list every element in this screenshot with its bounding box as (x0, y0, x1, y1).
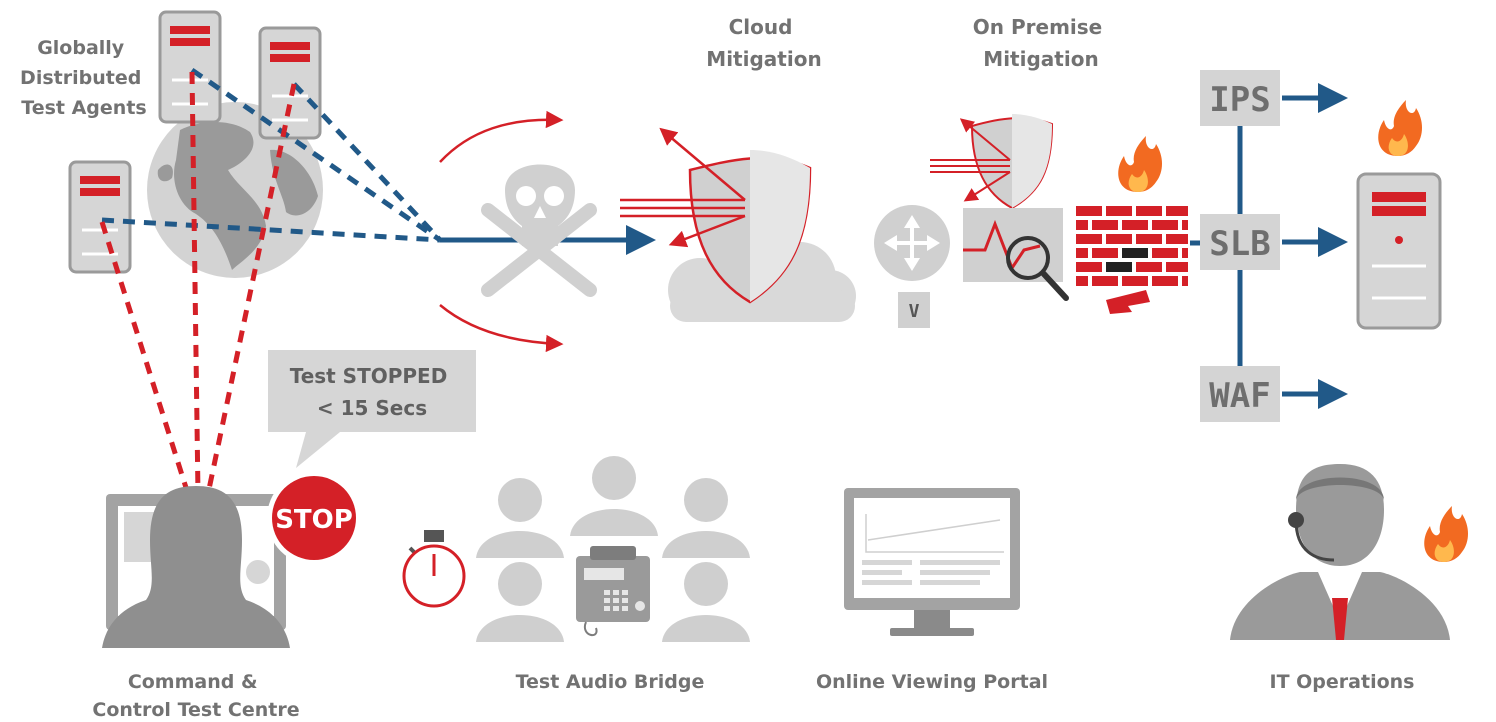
agents-label: Globally Distributed Test Agents (20, 37, 148, 119)
appliance-label: WAF (1209, 376, 1270, 416)
command-centre-label: Command & Control Test Centre (92, 671, 299, 721)
conference-phone-icon (576, 546, 650, 637)
test-stopped-text: Test STOPPED < 15 Secs (290, 364, 455, 420)
participant-icon (570, 456, 658, 536)
agent-connection-lines (101, 67, 442, 243)
appliance-output-arrows (1282, 83, 1348, 409)
participant-icon (662, 562, 750, 642)
fire-icon (1378, 100, 1422, 156)
participant-icon (476, 478, 564, 558)
appliance-waf: WAF (1200, 366, 1280, 422)
small-shield-icon (970, 114, 1054, 210)
onprem-mitigation-label: On Premise Mitigation (973, 15, 1109, 71)
it-operations-label: IT Operations (1270, 671, 1415, 693)
server-icon (158, 10, 222, 124)
appliance-ips: IPS (1200, 70, 1280, 126)
fire-icon (1424, 506, 1468, 562)
participant-icon (476, 562, 564, 642)
appliance-label: IPS (1209, 80, 1270, 120)
deflect-arrow-lower (439, 304, 564, 353)
portal-monitor-icon (844, 488, 1020, 636)
cloud-deflect-arrows (620, 127, 746, 248)
appliance-slb: SLB (1200, 214, 1280, 270)
shield-icon (688, 150, 812, 304)
traffic-analysis-icon (963, 208, 1069, 301)
router-icon (874, 205, 950, 281)
server-icon (68, 160, 132, 274)
cloud-mitigation-label: Cloud Mitigation (706, 15, 821, 71)
audio-bridge-label: Test Audio Bridge (516, 671, 705, 693)
router-tag: V (909, 301, 920, 322)
it-operator-icon (1230, 464, 1450, 640)
stopwatch-icon (402, 530, 466, 608)
router-tag-box (898, 292, 930, 328)
stop-label: STOP (275, 505, 353, 535)
appliance-label: SLB (1209, 224, 1270, 264)
fire-icon (1118, 136, 1162, 192)
skull-crossbones-icon (481, 164, 597, 297)
target-server-icon (1356, 172, 1442, 330)
speech-bubble (268, 350, 476, 468)
firewall-icon (1076, 206, 1188, 314)
onprem-deflect-arrows (930, 118, 1011, 202)
participant-icon (662, 478, 750, 558)
portal-label: Online Viewing Portal (816, 671, 1048, 693)
stop-sign: STOP (267, 471, 361, 565)
control-lines (99, 71, 297, 495)
deflect-arrow-upper (439, 110, 564, 163)
operator-silhouette (102, 486, 290, 648)
